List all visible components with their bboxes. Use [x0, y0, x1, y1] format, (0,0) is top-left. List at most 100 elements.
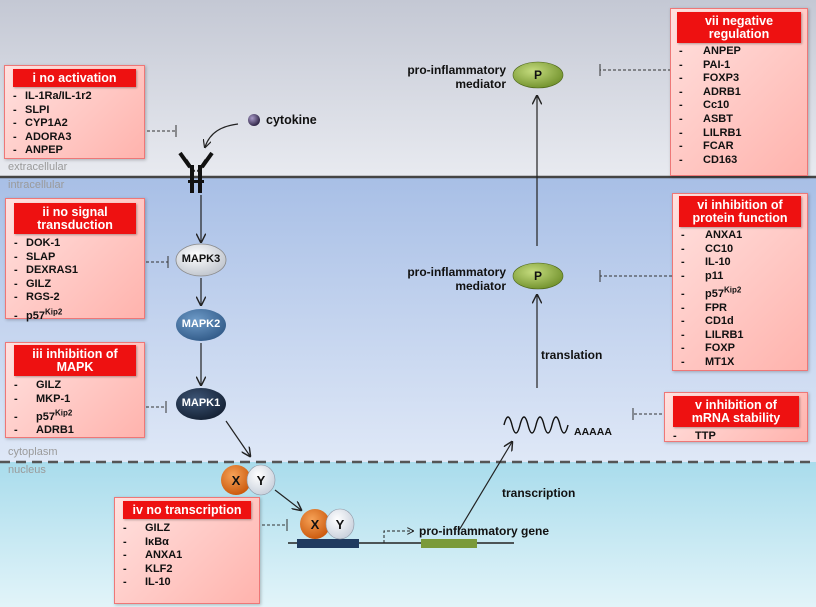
mrna-strand — [503, 416, 569, 434]
box-iv-item: -ANXA1 — [123, 549, 183, 562]
box-no-activation: i no activation -IL-1Ra/IL-1r2 -SLPI -CY… — [4, 65, 145, 159]
translation-label: translation — [541, 348, 603, 362]
box-vi-item: -FOXP — [681, 342, 735, 355]
box-i-item: -IL-1Ra/IL-1r2 — [13, 90, 92, 102]
y-node-nucleus — [325, 508, 355, 540]
transcription-label: transcription — [502, 486, 576, 500]
box-ii-item: -DEXRAS1 — [14, 264, 78, 277]
cytokine-arrow — [205, 123, 239, 147]
mapk3-label: MAPK3 — [181, 253, 221, 265]
box-vii-item: -CD163 — [679, 153, 738, 166]
region-label-extracellular: extracellular — [8, 161, 68, 173]
box-i-item: -SLPI — [13, 103, 50, 116]
box-iii-item: -GILZ — [14, 379, 62, 391]
region-label-cytoplasm: cytoplasm — [8, 446, 58, 458]
box-vi-item: -FPR — [681, 301, 727, 314]
cytokine-icon — [248, 114, 260, 126]
box-iv-list: -GILZ -IκBα -ANXA1 -KLF2 -IL-10 — [115, 522, 259, 590]
box-i-list: -IL-1Ra/IL-1r2 -SLPI -CYP1A2 -ADORA3 -AN… — [5, 90, 144, 158]
box-iv-item: -IκBα — [123, 535, 169, 548]
mediator-label-top: pro-inflammatory mediator — [407, 63, 506, 91]
box-vi-item: -IL-10 — [681, 256, 731, 269]
box-ii-item: -SLAP — [14, 250, 56, 263]
box-i-item: -ADORA3 — [13, 130, 72, 143]
box-ii-list: -DOK-1 -SLAP -DEXRAS1 -GILZ -RGS-2 -p57K… — [6, 237, 144, 323]
box-vi-list: -ANXA1 -CC10 -IL-10 -p11 -p57Kip2 -FPR -… — [673, 229, 807, 370]
mediator-node-top — [512, 61, 564, 89]
box-ii-item: -p57Kip2 — [14, 306, 63, 322]
gene-region — [421, 539, 477, 548]
box-vi-item: -CD1d — [681, 315, 734, 328]
mediator-label-mid: pro-inflammatory mediator — [407, 265, 506, 293]
box-iii-item: -ADRB1 — [14, 424, 74, 437]
transcription-start-arrow — [383, 531, 413, 543]
region-label-intracellular: intracellular — [8, 179, 65, 191]
region-label-nucleus: nucleus — [8, 464, 46, 476]
mapk1-to-xy-arrow — [225, 420, 250, 456]
box-no-transcription: iv no transcription -GILZ -IκBα -ANXA1 -… — [114, 497, 260, 604]
box-iii-item: -p57Kip2 — [14, 408, 73, 423]
box-inhibition-of-protein-function: vi inhibition of protein function -ANXA1… — [672, 193, 808, 371]
box-vi-item: -MT1X — [681, 356, 735, 368]
box-inhibition-of-mrna-stability: v inhibition of mRNA stability -TTP — [664, 392, 808, 442]
box-vii-list: -ANPEP -PAI-1 -FOXP3 -ADRB1 -Cc10 -ASBT … — [671, 45, 807, 167]
y-label-cytoplasm: Y — [256, 473, 266, 488]
box-no-signal-transduction: ii no signal transduction -DOK-1 -SLAP -… — [5, 198, 145, 322]
mapk1-label: MAPK1 — [181, 397, 221, 409]
box-ii-item: -RGS-2 — [14, 291, 60, 304]
box-ii-title: ii no signal transduction — [14, 203, 136, 234]
box-i-item: -ANPEP — [13, 144, 63, 157]
box-ii-item: -GILZ — [14, 277, 52, 290]
box-vi-item: -p57Kip2 — [681, 285, 742, 301]
box-vi-item: -CC10 — [681, 242, 734, 255]
box-iv-item: -IL-10 — [123, 576, 171, 589]
box-iii-item: -MKP-1 — [14, 392, 71, 405]
p-label-mid: P — [533, 269, 542, 283]
box-v-item: -TTP — [673, 430, 716, 442]
promoter-region — [297, 539, 359, 548]
x-node-nucleus — [300, 509, 330, 539]
box-vii-item: -ADRB1 — [679, 85, 741, 98]
transcription-arrow — [457, 442, 512, 533]
y-label-nucleus: Y — [335, 517, 345, 532]
cytokine-label: cytokine — [266, 113, 317, 127]
box-vi-title: vi inhibition of protein function — [679, 196, 801, 227]
box-iv-title: iv no transcription — [123, 501, 251, 519]
mapk2-node — [176, 309, 226, 341]
box-iii-title: iii inhibition of MAPK — [14, 345, 136, 376]
box-negative-regulation: vii negative regulation -ANPEP -PAI-1 -F… — [670, 8, 808, 176]
box-vii-item: -ANPEP — [679, 45, 741, 57]
box-vii-item: -LILRB1 — [679, 126, 742, 139]
box-vii-item: -ASBT — [679, 112, 733, 125]
box-vii-item: -Cc10 — [679, 99, 730, 112]
gene-label: pro-inflammatory gene — [419, 524, 550, 538]
box-iv-item: -KLF2 — [123, 562, 173, 575]
box-vi-item: -p11 — [681, 269, 724, 282]
box-vii-item: -PAI-1 — [679, 58, 731, 71]
mapk1-node — [176, 388, 226, 420]
x-node-cytoplasm — [221, 465, 251, 495]
box-vii-item: -FCAR — [679, 140, 734, 153]
xy-to-nucleus-arrow — [274, 489, 301, 510]
mediator-node-mid — [512, 262, 564, 290]
y-node-cytoplasm — [246, 464, 276, 496]
box-iii-list: -GILZ -MKP-1 -p57Kip2 -ADRB1 — [6, 379, 144, 438]
poly-a-tail-label: AAAAA — [574, 426, 612, 438]
box-i-title: i no activation — [13, 69, 136, 87]
box-v-list: -TTP — [665, 430, 807, 444]
box-ii-item: -DOK-1 — [14, 237, 61, 249]
box-inhibition-of-mapk: iii inhibition of MAPK -GILZ -MKP-1 -p57… — [5, 342, 145, 438]
mapk3-node — [175, 243, 227, 277]
box-v-title: v inhibition of mRNA stability — [673, 396, 799, 427]
x-label-cytoplasm: X — [231, 473, 241, 488]
x-label-nucleus: X — [310, 517, 320, 532]
receptor-icon — [178, 151, 214, 193]
box-vii-title: vii negative regulation — [677, 12, 801, 43]
box-iv-item: -GILZ — [123, 522, 171, 534]
box-vi-item: -LILRB1 — [681, 328, 744, 341]
p-label-top: P — [533, 68, 542, 82]
mapk2-label: MAPK2 — [181, 318, 221, 330]
box-vii-item: -FOXP3 — [679, 72, 740, 85]
box-i-item: -CYP1A2 — [13, 117, 68, 130]
